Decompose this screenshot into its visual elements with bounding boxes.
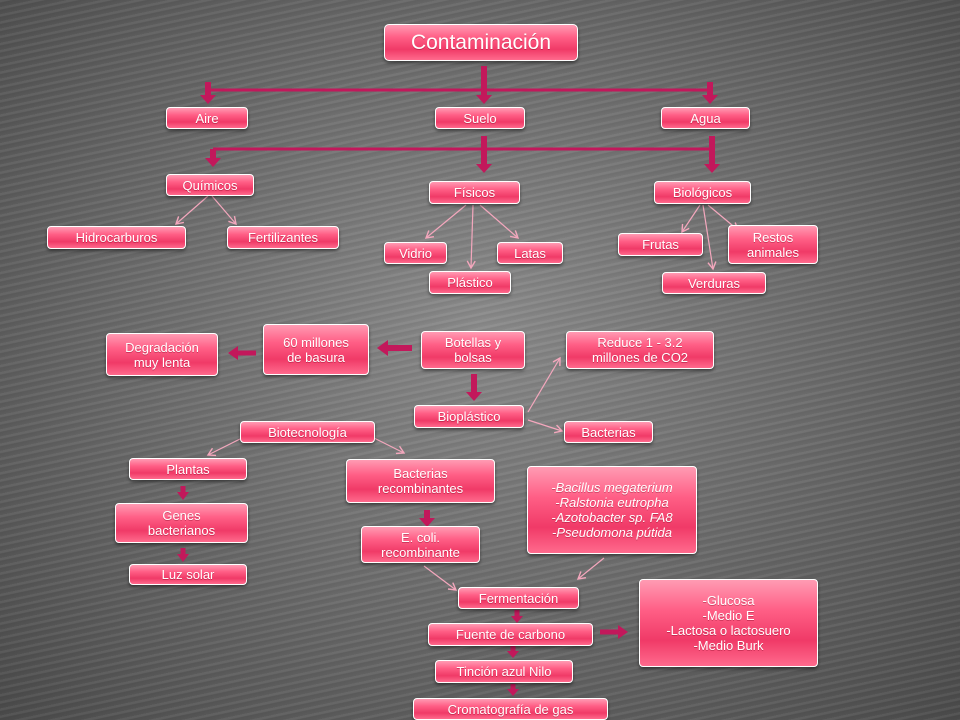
node-restos-line-1: Restos [752, 229, 794, 245]
thin-arrow-ecoli-fermentacion [423, 565, 458, 591]
node-especie-2: -Ralstonia eutropha [555, 495, 668, 510]
node-fuente-carbono: Fuente de carbono [428, 623, 593, 646]
node-especies-bacterias: -Bacillus megaterium -Ralstonia eutropha… [527, 466, 697, 554]
node-restos-animales: Restos animales [728, 225, 818, 264]
thin-arrow-recombinantes [371, 436, 406, 455]
node-bacterias-recomb-line-2: recombinantes [377, 481, 464, 496]
node-biologicos: Biológicos [654, 181, 751, 204]
node-especie-4: -Pseudomona pútida [552, 525, 672, 540]
especie-1-text: -Bacillus megaterium [551, 480, 673, 495]
node-reduce-co2: Reduce 1 - 3.2 millones de CO2 [566, 331, 714, 369]
node-medio-3: -Lactosa o lactosuero [666, 623, 791, 638]
node-agua: Agua [661, 107, 750, 129]
node-latas: Latas [497, 242, 563, 264]
node-medio-4: -Medio Burk [693, 638, 764, 653]
node-vidrio: Vidrio [384, 242, 447, 264]
node-genes-line-2: bacterianos [147, 523, 216, 538]
node-frutas: Frutas [618, 233, 703, 256]
thin-arrow-reduce [527, 356, 561, 413]
node-60-millones-line-2: de basura [287, 349, 345, 365]
node-bioplastico: Bioplástico [414, 405, 524, 428]
especie-2-text: -Ralstonia eutropha [555, 495, 669, 510]
thin-arrow-especies-fermentacion [576, 557, 605, 580]
node-genes-bacterianos: Genes bacterianos [115, 503, 248, 543]
node-biotecnologia: Biotecnología [240, 421, 375, 443]
node-luz-solar: Luz solar [129, 564, 247, 585]
thin-arrow-bacterias [527, 419, 564, 434]
node-medio-2: -Medio E [702, 608, 755, 623]
node-hidrocarburos: Hidrocarburos [47, 226, 186, 249]
especie-4-text: -Pseudomona pútida [552, 525, 672, 540]
node-botellas-line-1: Botellas y [444, 335, 502, 350]
thick-arrows [177, 66, 720, 696]
node-reduce-line-1: Reduce 1 - 3.2 [597, 335, 683, 350]
node-genes-line-1: Genes [162, 508, 201, 523]
node-quimicos: Químicos [166, 174, 254, 196]
node-especie-1: -Bacillus megaterium [551, 480, 672, 495]
thin-arrow-vidrio [424, 204, 467, 239]
node-contaminacion: Contaminación [384, 24, 578, 61]
node-botellas-bolsas: Botellas y bolsas [421, 331, 525, 369]
node-bacterias-recombinantes: Bacterias recombinantes [346, 459, 495, 503]
node-reduce-line-2: millones de CO2 [591, 350, 689, 365]
node-degradacion-line-1: Degradación [125, 339, 199, 355]
thin-arrow-verduras [702, 204, 717, 271]
node-tincion-azul-nilo: Tinción azul Nilo [435, 660, 573, 683]
node-degradacion-line-2: muy lenta [133, 354, 191, 370]
node-medio-1: -Glucosa [702, 593, 755, 608]
node-ecoli-line-1: E. coli. [400, 529, 440, 545]
node-plastico: Plástico [429, 271, 511, 294]
node-bacterias: Bacterias [564, 421, 653, 443]
node-verduras: Verduras [662, 272, 766, 294]
node-medios: -Glucosa -Medio E -Lactosa o lactosuero … [639, 579, 818, 667]
thin-arrow-plantas [206, 436, 245, 457]
thin-arrow-frutas [681, 204, 701, 234]
node-cromatografia: Cromatografía de gas [413, 698, 608, 720]
node-60-millones-line-1: 60 millones [283, 334, 349, 350]
node-ecoli-recombinante: E. coli. recombinante [361, 526, 480, 563]
thin-arrow-latas [479, 204, 520, 239]
node-bacterias-recomb-line-1: Bacterias [393, 466, 448, 481]
node-plantas: Plantas [129, 458, 247, 480]
node-aire: Aire [166, 107, 248, 129]
thin-arrow-hidrocarburos [174, 195, 209, 225]
especie-3-text: -Azotobacter sp. FA8 [551, 510, 673, 525]
node-especie-3: -Azotobacter sp. FA8 [551, 510, 672, 525]
node-fisicos: Físicos [429, 181, 520, 204]
node-restos-line-2: animales [746, 244, 800, 260]
node-degradacion: Degradación muy lenta [106, 333, 218, 376]
node-fermentacion: Fermentación [458, 587, 579, 609]
thin-arrows [174, 195, 740, 591]
node-ecoli-line-2: recombinante [381, 544, 460, 560]
node-botellas-line-2: bolsas [454, 350, 492, 365]
node-suelo: Suelo [435, 107, 525, 129]
node-60-millones: 60 millones de basura [263, 324, 369, 375]
node-fertilizantes: Fertilizantes [227, 226, 339, 249]
thin-arrow-fertilizantes [211, 195, 237, 226]
thin-arrow-plastico [466, 204, 476, 270]
